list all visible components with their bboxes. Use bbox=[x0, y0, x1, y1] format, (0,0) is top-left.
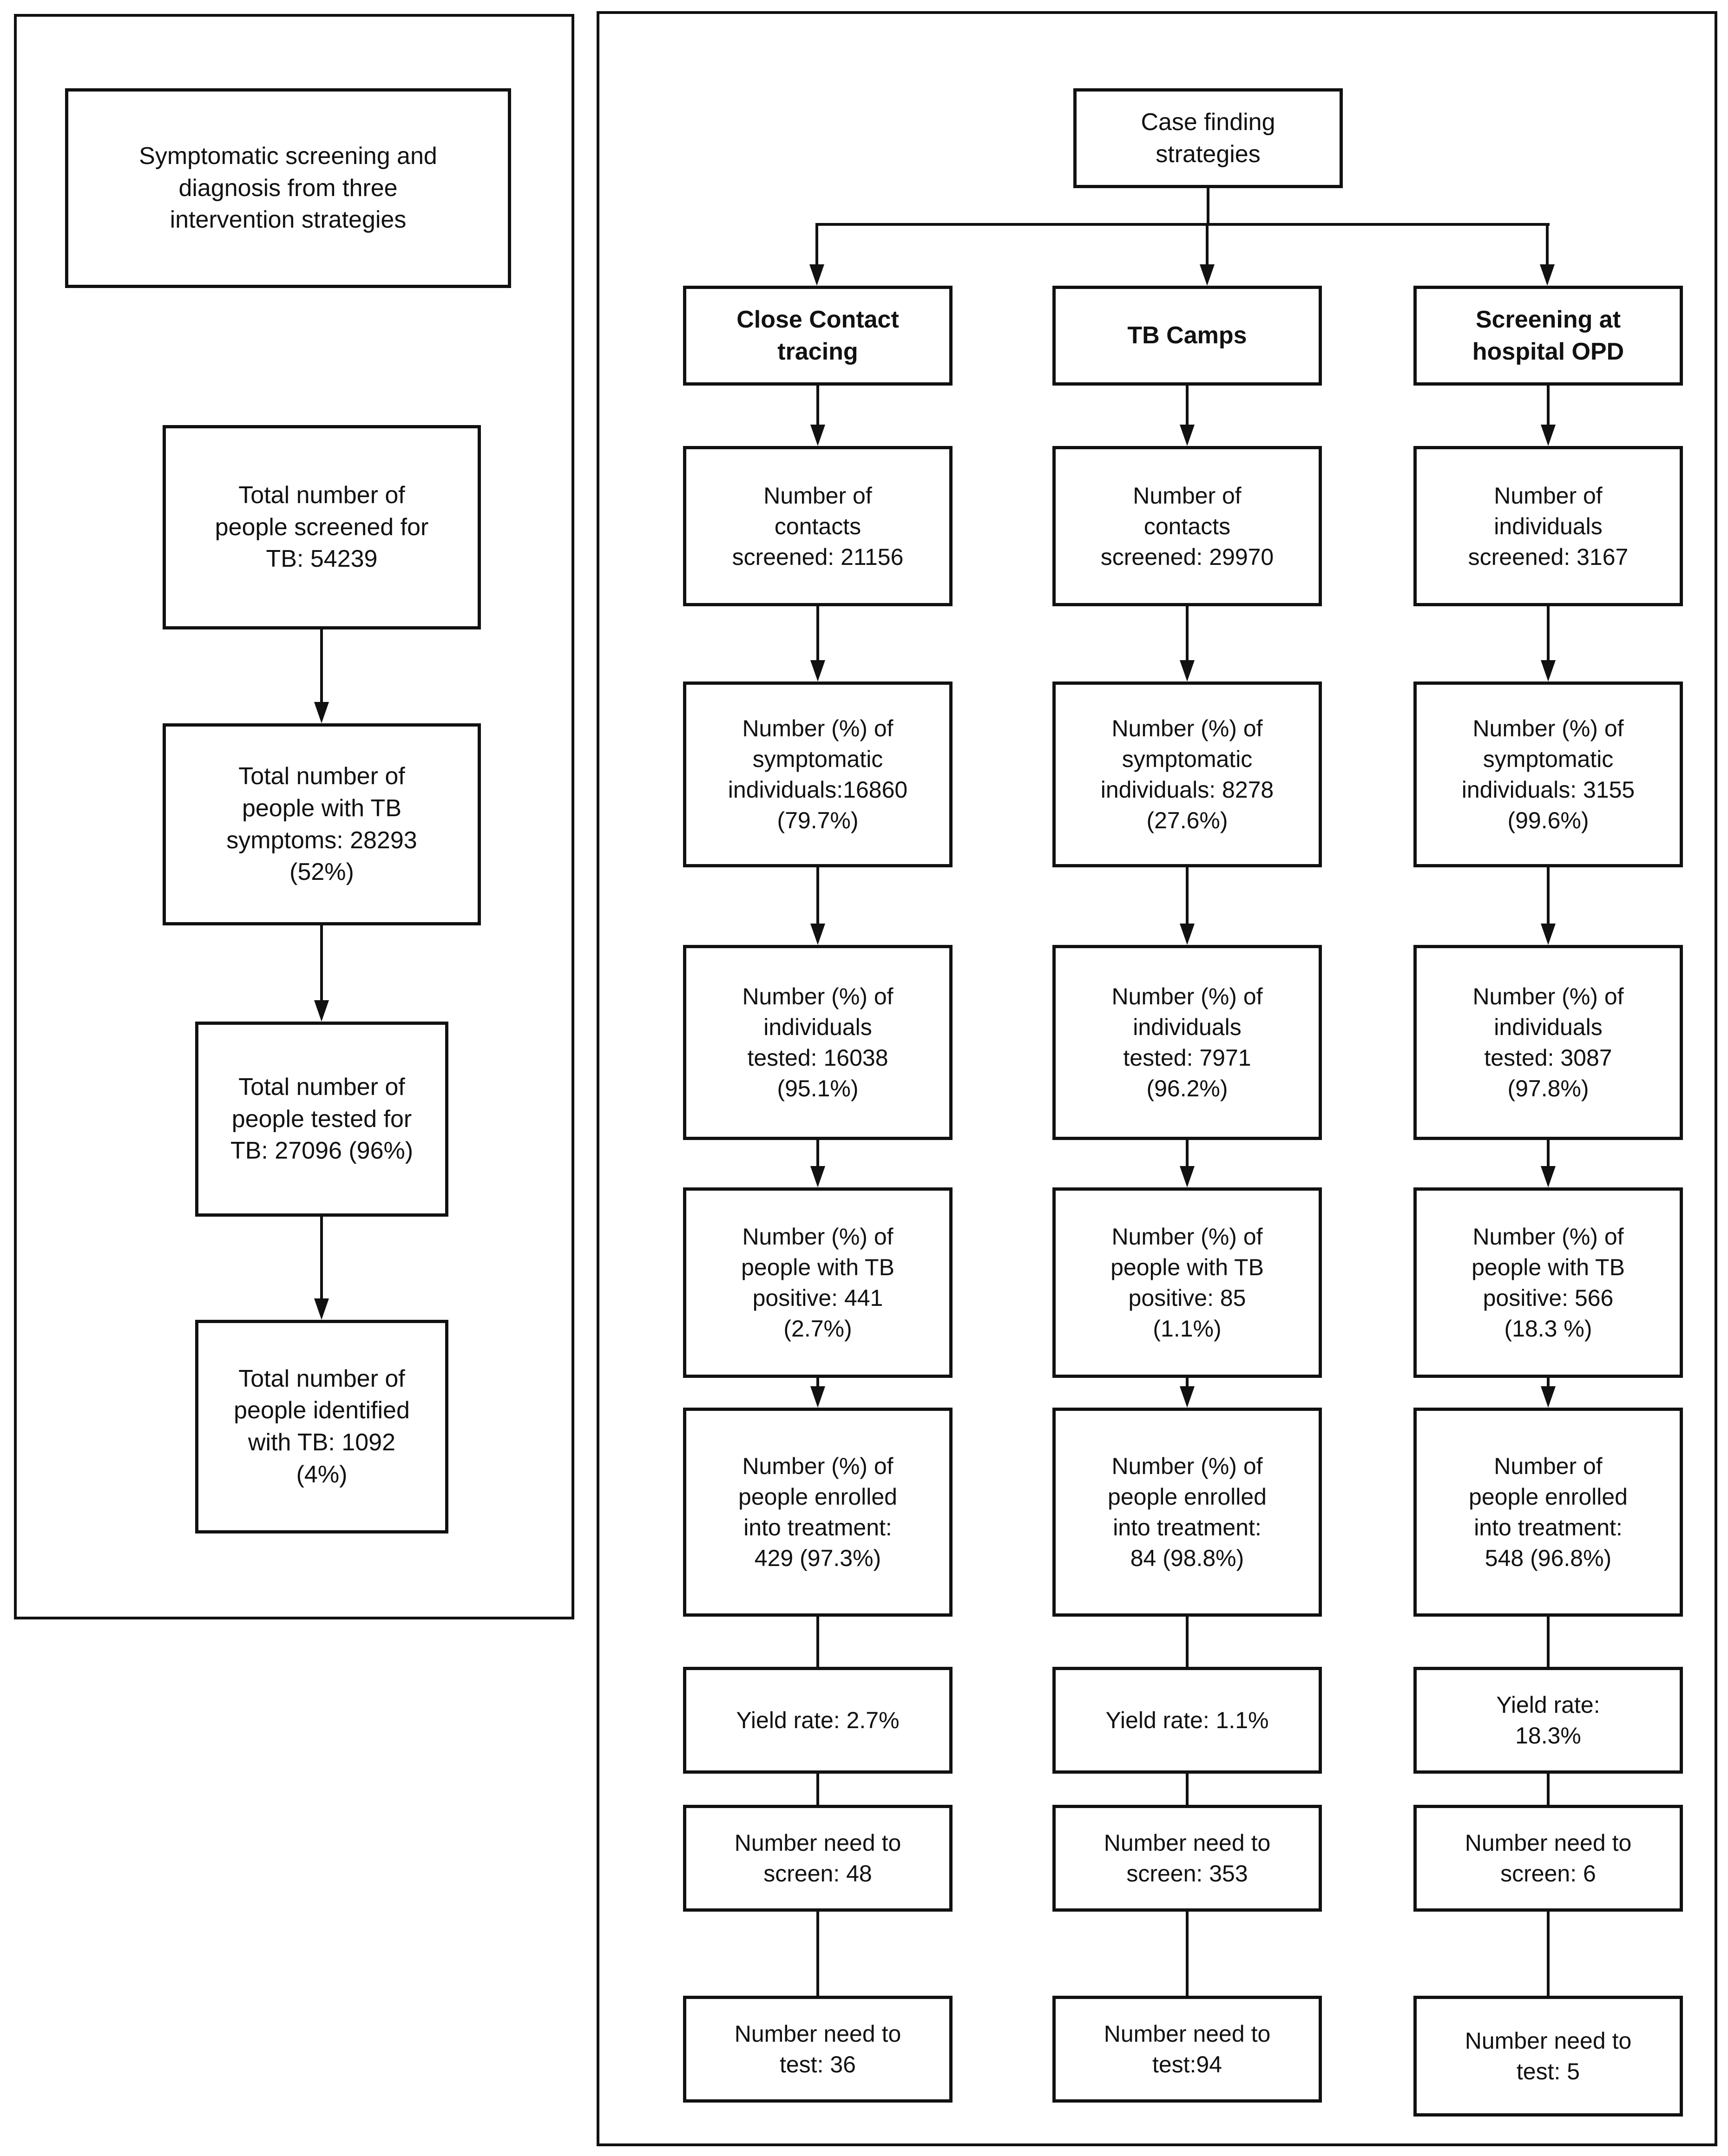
arrow-line bbox=[320, 629, 323, 703]
arrow-head bbox=[810, 425, 825, 446]
hospital-opd-header: Screening at hospital OPD bbox=[1413, 286, 1683, 386]
connector-line bbox=[1547, 1617, 1550, 1667]
connector-line bbox=[1186, 1617, 1189, 1667]
arrow-line bbox=[1186, 386, 1189, 426]
arrow-line bbox=[1547, 606, 1550, 661]
opd-individuals-screened-box: Number of individuals screened: 3167 bbox=[1413, 446, 1683, 606]
arrow-line bbox=[816, 867, 819, 924]
cc-contacts-screened-box: Number of contacts screened: 21156 bbox=[683, 446, 953, 606]
arrow-line bbox=[816, 1378, 819, 1387]
cc-enrolled-box: Number (%) of people enrolled into treat… bbox=[683, 1408, 953, 1617]
opd-need-test-box: Number need to test: 5 bbox=[1413, 1996, 1683, 2117]
arrow-head bbox=[1541, 660, 1556, 682]
connector-line bbox=[1186, 1774, 1189, 1805]
arrow-line bbox=[1547, 1378, 1550, 1387]
connector-line bbox=[1547, 1774, 1550, 1805]
cc-yield-rate-box: Yield rate: 2.7% bbox=[683, 1667, 953, 1774]
opd-tb-positive-box: Number (%) of people with TB positive: 5… bbox=[1413, 1187, 1683, 1378]
total-screened-box: Total number of people screened for TB: … bbox=[163, 425, 481, 629]
close-contact-header: Close Contact tracing bbox=[683, 286, 953, 386]
arrow-head bbox=[810, 924, 825, 945]
arrow-head bbox=[810, 660, 825, 682]
arrow-line bbox=[1186, 606, 1189, 661]
arrow-head bbox=[1180, 1386, 1195, 1408]
connector-line bbox=[816, 1912, 819, 1996]
branch-hbar bbox=[815, 223, 1550, 226]
camp-need-test-box: Number need to test:94 bbox=[1052, 1996, 1322, 2103]
connector-line bbox=[1186, 1912, 1189, 1996]
connector-line bbox=[816, 1617, 819, 1667]
camp-symptomatic-box: Number (%) of symptomatic individuals: 8… bbox=[1052, 682, 1322, 867]
arrow-line bbox=[816, 1140, 819, 1167]
cc-symptomatic-box: Number (%) of symptomatic individuals:16… bbox=[683, 682, 953, 867]
summary-title-box: Symptomatic screening and diagnosis from… bbox=[65, 88, 511, 288]
total-tested-box: Total number of people tested for TB: 27… bbox=[195, 1022, 448, 1217]
tb-camps-header: TB Camps bbox=[1052, 286, 1322, 386]
cc-tb-positive-box: Number (%) of people with TB positive: 4… bbox=[683, 1187, 953, 1378]
camp-tb-positive-box: Number (%) of people with TB positive: 8… bbox=[1052, 1187, 1322, 1378]
arrow-line bbox=[320, 925, 323, 1001]
camp-contacts-screened-box: Number of contacts screened: 29970 bbox=[1052, 446, 1322, 606]
arrow-line bbox=[815, 224, 818, 265]
cc-need-test-box: Number need to test: 36 bbox=[683, 1996, 953, 2103]
arrow-head bbox=[810, 1166, 825, 1187]
opd-yield-rate-box: Yield rate: 18.3% bbox=[1413, 1667, 1683, 1774]
arrow-line bbox=[816, 386, 819, 426]
total-identified-box: Total number of people identified with T… bbox=[195, 1320, 448, 1533]
total-symptoms-box: Total number of people with TB symptoms:… bbox=[163, 723, 481, 925]
connector-line bbox=[816, 1774, 819, 1805]
arrow-line bbox=[1546, 224, 1549, 265]
arrow-line bbox=[1186, 1378, 1189, 1387]
arrow-head bbox=[1540, 264, 1555, 286]
arrow-line bbox=[1186, 867, 1189, 924]
camp-tested-box: Number (%) of individuals tested: 7971 (… bbox=[1052, 945, 1322, 1140]
arrow-head bbox=[810, 1386, 825, 1408]
arrow-line bbox=[1186, 1140, 1189, 1167]
opd-tested-box: Number (%) of individuals tested: 3087 (… bbox=[1413, 945, 1683, 1140]
arrow-line bbox=[320, 1217, 323, 1299]
arrow-head bbox=[1541, 425, 1556, 446]
cc-tested-box: Number (%) of individuals tested: 16038 … bbox=[683, 945, 953, 1140]
arrow-line bbox=[1547, 867, 1550, 924]
arrow-head bbox=[1541, 1166, 1556, 1187]
arrow-head bbox=[1180, 660, 1195, 682]
arrow-head bbox=[314, 1298, 329, 1320]
arrow-head bbox=[1180, 924, 1195, 945]
connector-line bbox=[1547, 1912, 1550, 1996]
case-finding-box: Case finding strategies bbox=[1073, 88, 1343, 188]
branch-stem-line bbox=[1207, 188, 1209, 226]
arrow-head bbox=[1541, 1386, 1556, 1408]
arrow-line bbox=[816, 606, 819, 661]
opd-need-screen-box: Number need to screen: 6 bbox=[1413, 1805, 1683, 1912]
cc-need-screen-box: Number need to screen: 48 bbox=[683, 1805, 953, 1912]
camp-yield-rate-box: Yield rate: 1.1% bbox=[1052, 1667, 1322, 1774]
arrow-head bbox=[314, 702, 329, 723]
camp-enrolled-box: Number (%) of people enrolled into treat… bbox=[1052, 1408, 1322, 1617]
opd-enrolled-box: Number of people enrolled into treatment… bbox=[1413, 1408, 1683, 1617]
arrow-head bbox=[1180, 425, 1195, 446]
arrow-line bbox=[1547, 386, 1550, 426]
arrow-line bbox=[1206, 224, 1209, 265]
opd-symptomatic-box: Number (%) of symptomatic individuals: 3… bbox=[1413, 682, 1683, 867]
arrow-head bbox=[1180, 1166, 1195, 1187]
arrow-head bbox=[809, 264, 824, 286]
arrow-head bbox=[1541, 924, 1556, 945]
arrow-head bbox=[314, 1000, 329, 1022]
arrow-line bbox=[1547, 1140, 1550, 1167]
camp-need-screen-box: Number need to screen: 353 bbox=[1052, 1805, 1322, 1912]
arrow-head bbox=[1200, 264, 1215, 286]
